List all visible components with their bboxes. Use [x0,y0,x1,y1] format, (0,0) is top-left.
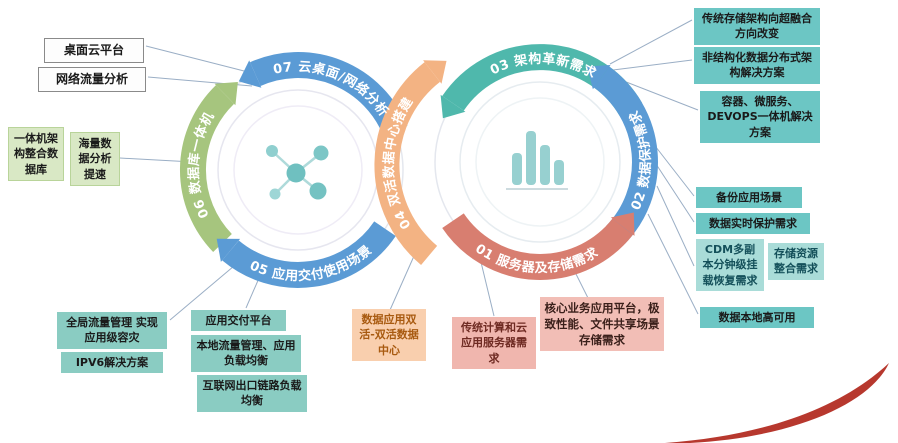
arc-06-database-appliance [179,85,235,253]
label-internet-link-load-balance: 互联网出口链路负载均衡 [196,374,308,413]
label-core-business-storage: 核心业务应用平台，极致性能、文件共享场景存储需求 [540,297,664,352]
bar-chart-icon [506,131,568,190]
connector-line [656,185,695,267]
label-active-active-datacenter: 数据应用双活-双活数据中心 [352,309,426,362]
label-mass-data-analysis: 海量数据分析提速 [70,132,120,187]
label-local-traffic-load-balance: 本地流量管理、应用负载均衡 [190,334,302,373]
label-global-traffic-management: 全局流量管理 实现应用级容灾 [56,311,168,350]
arrow-05-icon [216,238,241,262]
connector-line [615,77,699,111]
connector-line [647,213,699,315]
connector-line [145,45,249,73]
connector-line [573,269,589,299]
label-appliance-architecture: 一体机架构整合数据库 [8,127,64,182]
label-desktop-cloud-platform: 桌面云平台 [44,38,144,63]
connector-line [389,255,415,311]
label-ipv6-solution: IPV6解决方案 [60,351,164,375]
red-swoosh-decoration [665,363,889,443]
left-hub-inner-ring [233,105,363,235]
arrow-06-icon [214,82,238,106]
connector-line [169,265,235,321]
label-app-delivery-platform: 应用交付平台 [190,309,287,333]
arrow-04-icon [423,60,447,84]
connector-line [612,59,693,71]
label-local-high-availability: 数据本地高可用 [700,307,814,329]
arrow-03-icon [440,94,466,119]
connector-line [609,19,693,65]
label-network-traffic-analysis: 网络流量分析 [38,67,146,92]
label-unstructured-distributed: 非结构化数据分布式架构解决方案 [694,47,820,84]
label-storage-consolidation: 存储资源整合需求 [768,243,824,280]
label-storage-to-hci: 传统存储架构向超融合方向改变 [694,8,820,45]
label-backup-scenario: 备份应用场景 [696,187,802,209]
arc-07-cloud-desktop [250,52,408,136]
connector-line [655,163,695,223]
label-realtime-data-protection: 数据实时保护需求 [696,213,810,235]
label-traditional-compute-cloud: 传统计算和云应用服务器需求 [452,317,536,370]
arrow-01-icon [610,212,635,236]
arrow-07-icon [238,60,262,88]
arc-05-app-delivery [222,221,396,288]
arrow-02-icon [587,65,611,90]
label-cdm-copy-recovery: CDM多副本分钟级挂载恢复需求 [696,239,764,292]
connector-line [479,257,495,317]
connector-line [651,141,695,197]
label-container-devops-appliance: 容器、微服务、DEVOPS一体机解决方案 [700,91,820,144]
molecule-icon [266,145,329,200]
right-hub-inner-ring [475,97,605,227]
arc-04-active-active-dc [374,62,441,265]
arc-01-server-storage [442,213,633,280]
